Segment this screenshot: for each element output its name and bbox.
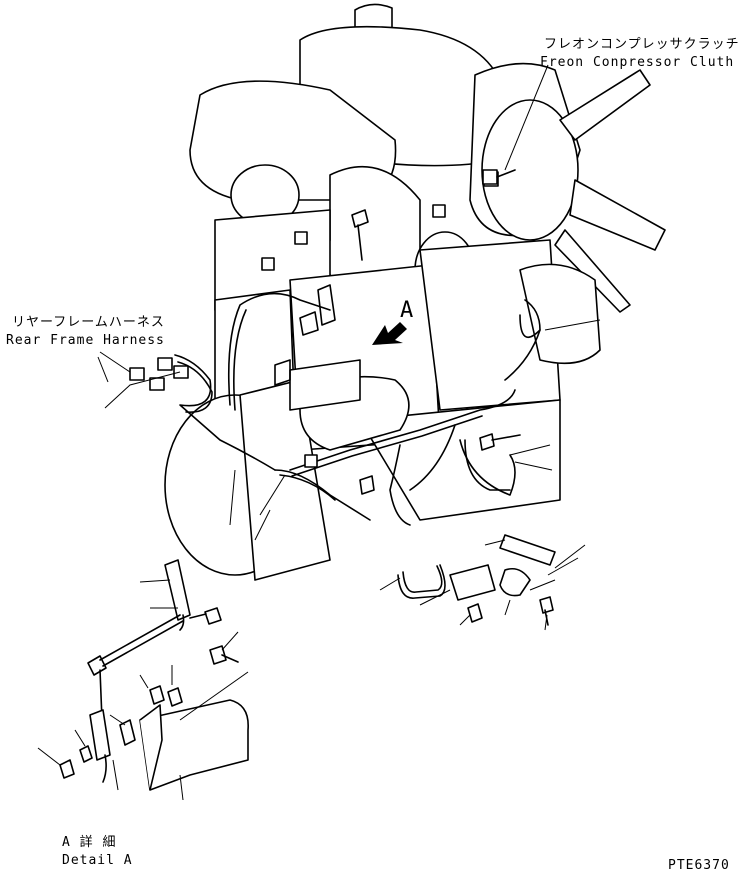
detail-title-jp: A 詳 細 bbox=[62, 835, 117, 850]
detail-callout-label: A bbox=[400, 298, 414, 323]
ground-cables bbox=[397, 439, 511, 599]
rear-harness-label-en: Rear Frame Harness bbox=[6, 333, 165, 348]
freon-clutch-label-en: Freon Conpressor Cluth bbox=[540, 55, 735, 70]
detail-arrow-icon bbox=[372, 322, 407, 345]
freon-connector bbox=[482, 169, 516, 185]
leader-lines bbox=[97, 64, 601, 631]
detail-a-leaders bbox=[37, 579, 249, 801]
detail-a-assembly bbox=[59, 559, 249, 791]
wiring-harness bbox=[174, 292, 541, 526]
freon-clutch-label-jp: フレオンコンプレッサクラッチ bbox=[544, 37, 739, 52]
drawing-code: PTE6370 bbox=[668, 858, 730, 873]
rear-harness-label-jp: リヤーフレームハーネス bbox=[12, 315, 165, 330]
starter-motor bbox=[289, 359, 410, 451]
mounting-bolts bbox=[274, 209, 521, 495]
air-cleaner bbox=[469, 62, 581, 241]
fan-blades bbox=[554, 69, 666, 313]
detail-title-en: Detail A bbox=[62, 853, 133, 868]
right-bracket-assembly bbox=[449, 534, 556, 626]
